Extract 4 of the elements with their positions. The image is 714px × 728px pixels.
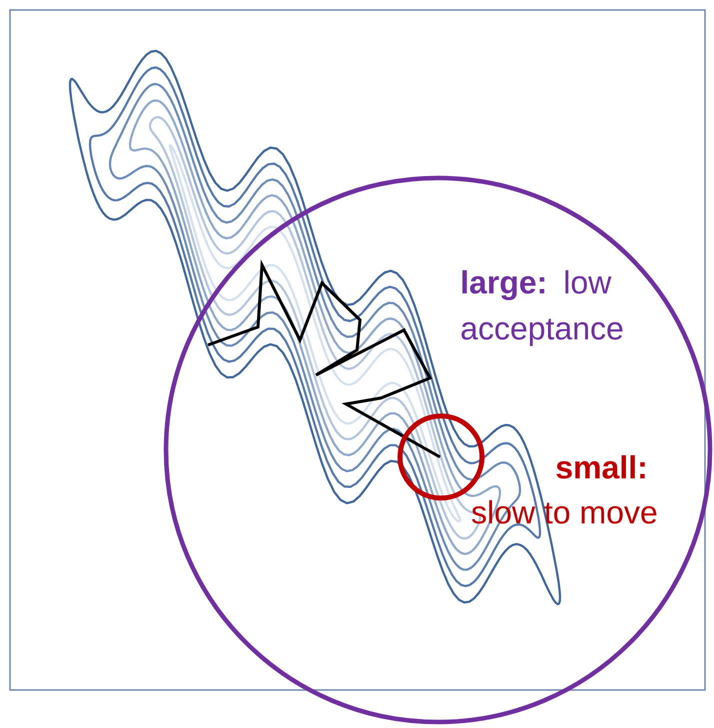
proposal-circle [398,414,484,500]
annotation-text: large: low acceptance [462,270,622,346]
proposal-circle [164,176,712,724]
annotation-heading: small: [556,455,645,479]
